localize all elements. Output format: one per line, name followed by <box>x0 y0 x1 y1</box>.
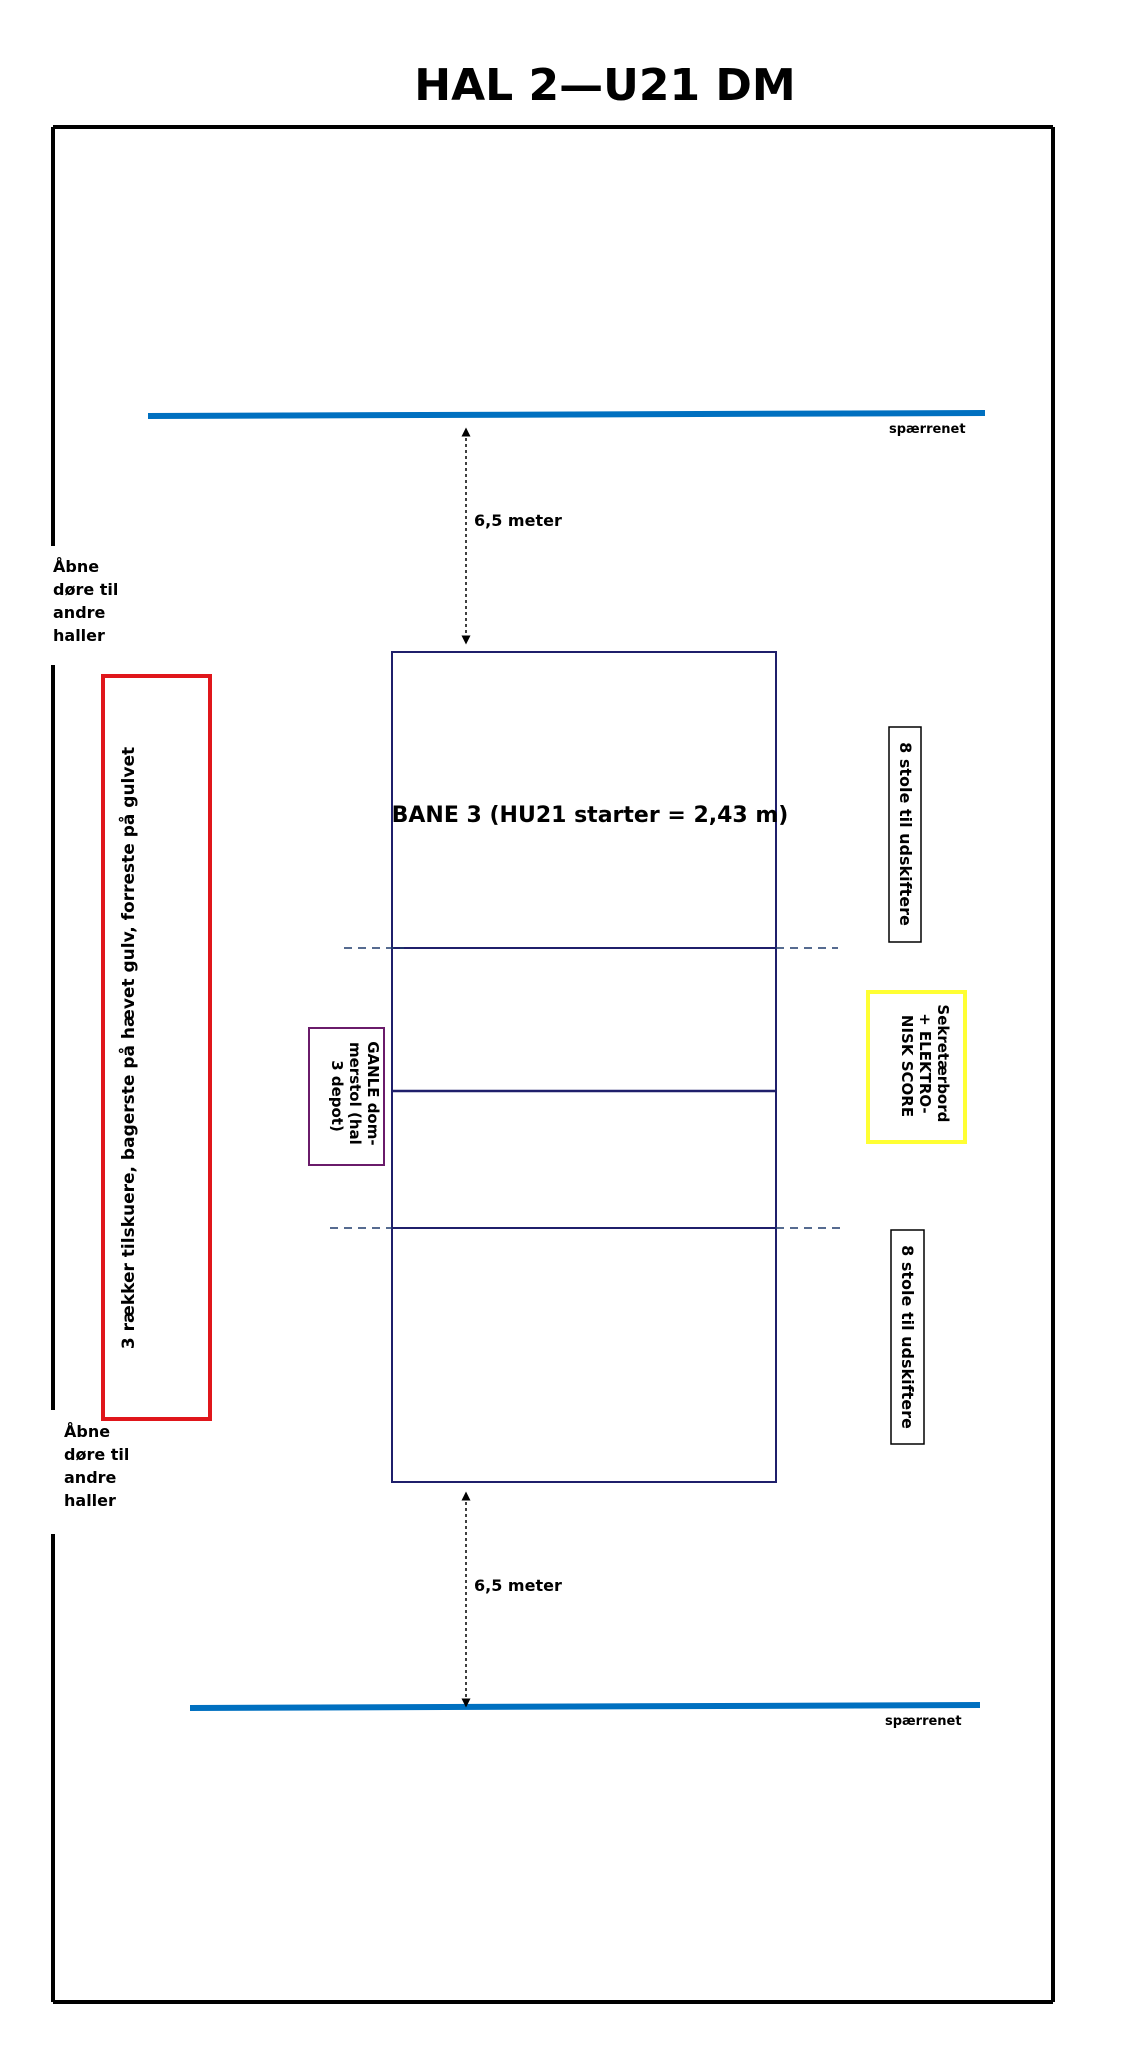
door-label-top: Åbne døre til andre haller <box>53 557 124 645</box>
referee-chair-label: GANLE dom- merstol (hal 3 depot) <box>328 1041 382 1151</box>
door-top-line: døre til <box>53 580 118 599</box>
referee-line: merstol (hal <box>346 1042 364 1145</box>
net-label-top: spærrenet <box>889 422 966 437</box>
door-top-line: andre <box>53 603 106 622</box>
door-bottom-line: andre <box>64 1468 117 1487</box>
referee-chair-box <box>308 1027 385 1166</box>
door-bottom-line: Åbne <box>64 1422 110 1441</box>
page-title: HAL 2—U21 DM <box>414 60 795 111</box>
barrier-net-top <box>147 410 986 419</box>
spectators-label: 3 rækker tilskuere, bagerste på hævet gu… <box>117 747 139 1349</box>
secretary-table-box <box>866 990 967 1144</box>
spectators-box <box>101 674 212 1421</box>
secretary-line: NISK SCORE <box>898 1015 916 1117</box>
door-bottom-line: døre til <box>64 1445 129 1464</box>
court-outline <box>391 651 777 1483</box>
door-top-line: haller <box>53 626 105 645</box>
secretary-line: + ELEKTRO- <box>916 1013 934 1114</box>
substitute-chairs-label-bottom: 8 stole til udskiftere <box>898 1245 917 1429</box>
net-label-bottom: spærrenet <box>885 1714 962 1729</box>
secretary-line: Sekretærbord <box>934 1004 952 1122</box>
barrier-net-bottom <box>189 1702 981 1711</box>
secretary-table-label: Sekretærbord + ELEKTRO- NISK SCORE <box>898 1004 952 1127</box>
distance-label-bottom: 6,5 meter <box>474 1576 562 1595</box>
referee-line: 3 depot) <box>328 1060 346 1132</box>
door-top-line: Åbne <box>53 557 99 576</box>
attack-line-extensions <box>330 947 842 1229</box>
distance-label-top: 6,5 meter <box>474 511 562 530</box>
substitute-chairs-box-top <box>888 726 922 943</box>
door-bottom-line: haller <box>64 1491 116 1510</box>
referee-line: GANLE dom- <box>364 1041 382 1145</box>
court-label: BANE 3 (HU21 starter = 2,43 m) <box>392 803 789 828</box>
volleyball-court <box>391 651 777 1483</box>
substitute-chairs-box-bottom <box>890 1229 925 1445</box>
door-label-bottom: Åbne døre til andre haller <box>64 1422 135 1510</box>
substitute-chairs-label-top: 8 stole til udskiftere <box>896 742 915 926</box>
hall-walls <box>51 125 1055 2004</box>
